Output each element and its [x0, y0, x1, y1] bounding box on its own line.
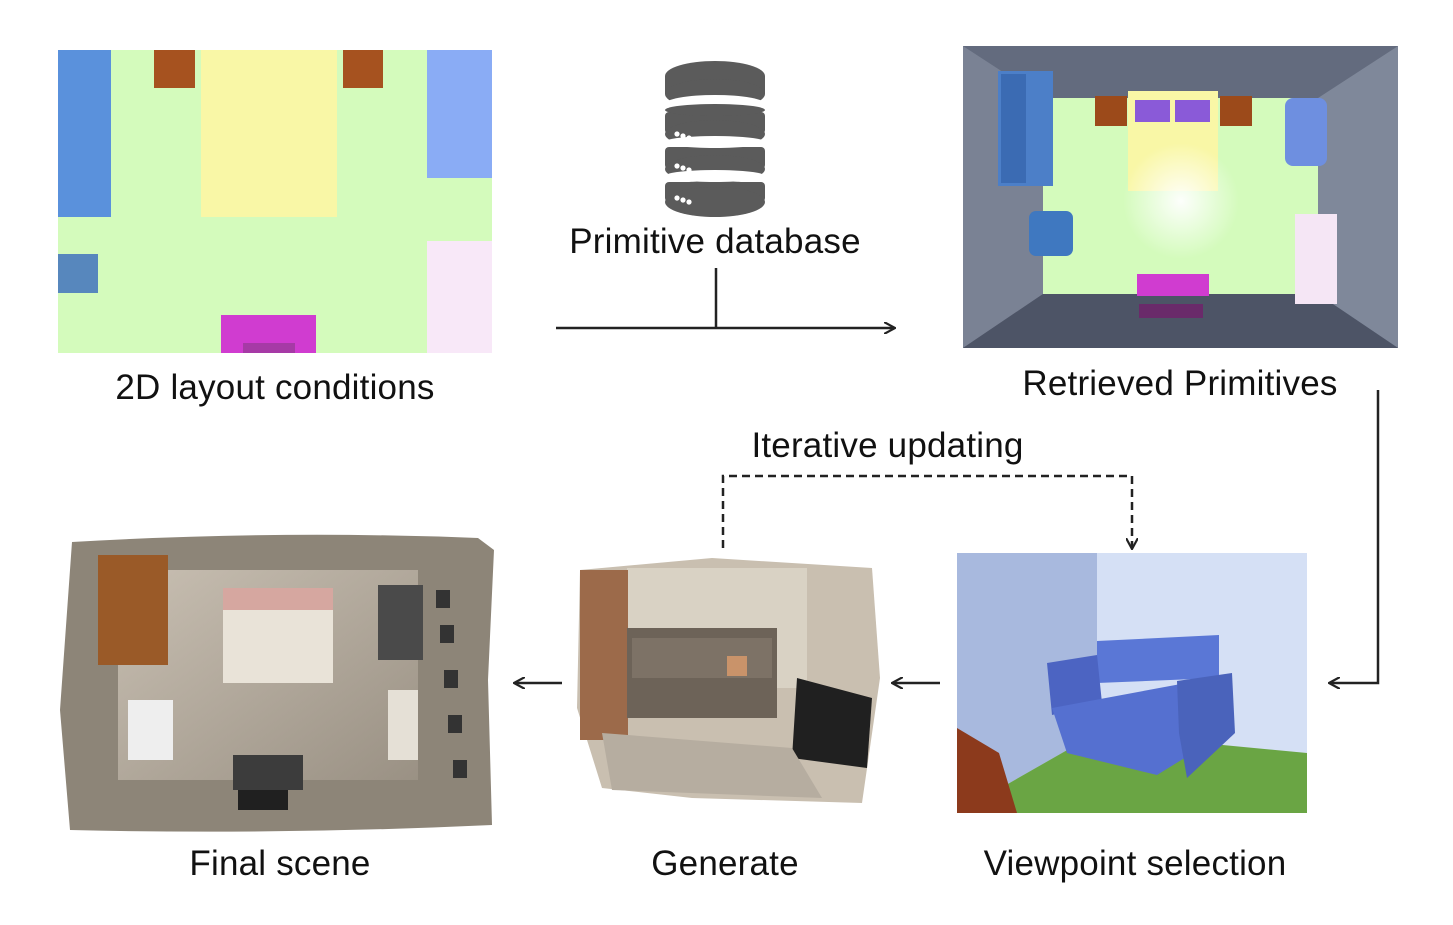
arrow-down-icon	[721, 474, 1132, 548]
floor-viewpoint	[957, 733, 1307, 813]
sofa-seat	[1052, 678, 1219, 775]
nightstand-left-region	[154, 50, 195, 88]
wardrobe-region	[58, 50, 111, 217]
armchair-3d	[1285, 98, 1327, 166]
tv-photo	[238, 790, 288, 810]
chair-photo	[378, 585, 423, 660]
sofa-back	[1097, 635, 1219, 683]
nightstand-3d-right	[1220, 96, 1252, 126]
final-scene-panel	[58, 530, 494, 835]
database-label: Primitive database	[569, 222, 861, 261]
layout-map	[58, 50, 492, 353]
retrieved-label: Retrieved Primitives	[1022, 364, 1338, 403]
armchair-region	[427, 50, 492, 178]
nightstand-right-region	[343, 50, 383, 88]
dresser-photo	[98, 555, 168, 665]
small-chair-3d	[1029, 211, 1073, 256]
iterative-label: Iterative updating	[751, 426, 1024, 465]
retrieved-primitives-panel	[963, 46, 1398, 348]
generate-panel	[572, 558, 882, 808]
arrow-left-icon	[1330, 390, 1380, 683]
tv-stand-3d	[1137, 274, 1209, 296]
bed-region	[201, 50, 337, 217]
tv-region	[243, 343, 295, 353]
table-viewpoint	[957, 728, 1017, 813]
generate-label: Generate	[651, 844, 799, 883]
window-chair-photo	[128, 700, 173, 760]
viewpoint-panel	[957, 553, 1307, 813]
viewpoint-label: Viewpoint selection	[983, 844, 1287, 883]
sofa-arm	[1177, 673, 1235, 778]
small-chair-region	[58, 254, 98, 293]
curtain-photo	[580, 570, 628, 740]
database-icon	[664, 60, 766, 218]
layout-label: 2D layout conditions	[115, 368, 435, 407]
layout-conditions-panel	[58, 50, 492, 353]
final-label: Final scene	[189, 844, 371, 883]
nightstand-3d-left	[1095, 96, 1127, 126]
desk-3d	[1295, 214, 1337, 304]
desk-region	[427, 241, 492, 353]
